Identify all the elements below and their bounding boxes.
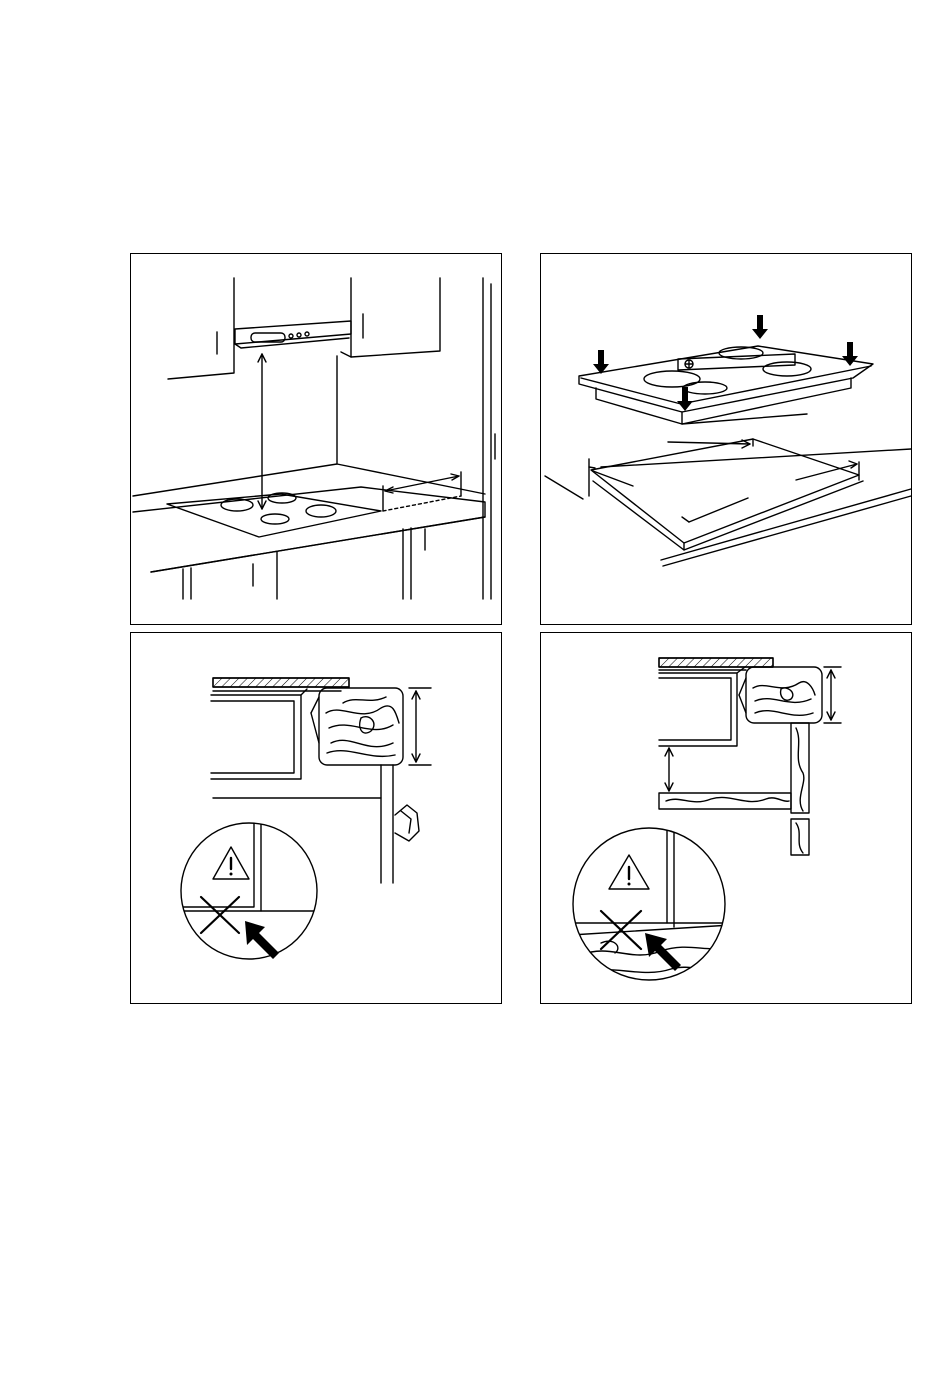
drawer-clearance-icon	[131, 633, 503, 1005]
hob-glass-section	[213, 678, 349, 691]
clearance-dimension	[258, 354, 266, 509]
cabinet-side-wood	[791, 723, 809, 855]
hob-body-section	[659, 667, 745, 746]
worktop-cutout	[589, 439, 911, 566]
figure-hood-clearance	[130, 253, 502, 625]
base-cabinets	[183, 528, 425, 599]
tall-cabinet	[483, 278, 495, 599]
worktop-wood-section	[311, 688, 403, 765]
hob	[167, 493, 381, 537]
figure-worktop-section-drawer	[130, 632, 502, 1004]
hob-insertion-icon	[541, 254, 913, 626]
cabinet-side	[381, 765, 393, 883]
hob-body-section	[211, 689, 307, 779]
pointer-arrow-icon	[245, 921, 279, 959]
wall-cabinet-right	[341, 278, 440, 357]
figure-worktop-section-oven	[540, 632, 912, 1004]
hob-glass	[579, 346, 873, 424]
worktop-wood-section	[739, 667, 822, 723]
figure-hob-into-cutout	[540, 253, 912, 625]
height-dimension	[409, 688, 431, 765]
oven-clearance-icon	[541, 633, 913, 1005]
height-dimension	[824, 667, 841, 723]
warning-triangle-icon	[213, 847, 249, 879]
press-arrows	[593, 315, 858, 411]
drawer-handle	[395, 805, 419, 841]
range-hood	[235, 321, 351, 348]
no-cross-icon	[201, 897, 239, 933]
hob-glass-section	[659, 658, 773, 670]
no-cross-icon	[601, 911, 641, 949]
pointer-arrow-icon	[645, 933, 681, 971]
cutout-dimensions	[545, 440, 859, 522]
warning-detail-circle	[571, 823, 731, 980]
oven-clearance-dimension	[665, 748, 673, 791]
shelf-wood-section	[659, 793, 791, 809]
kitchen-hood-hob-icon	[131, 254, 503, 626]
warning-triangle-icon	[609, 855, 649, 889]
worktop	[133, 464, 485, 572]
wall-cabinet-left	[168, 278, 234, 379]
